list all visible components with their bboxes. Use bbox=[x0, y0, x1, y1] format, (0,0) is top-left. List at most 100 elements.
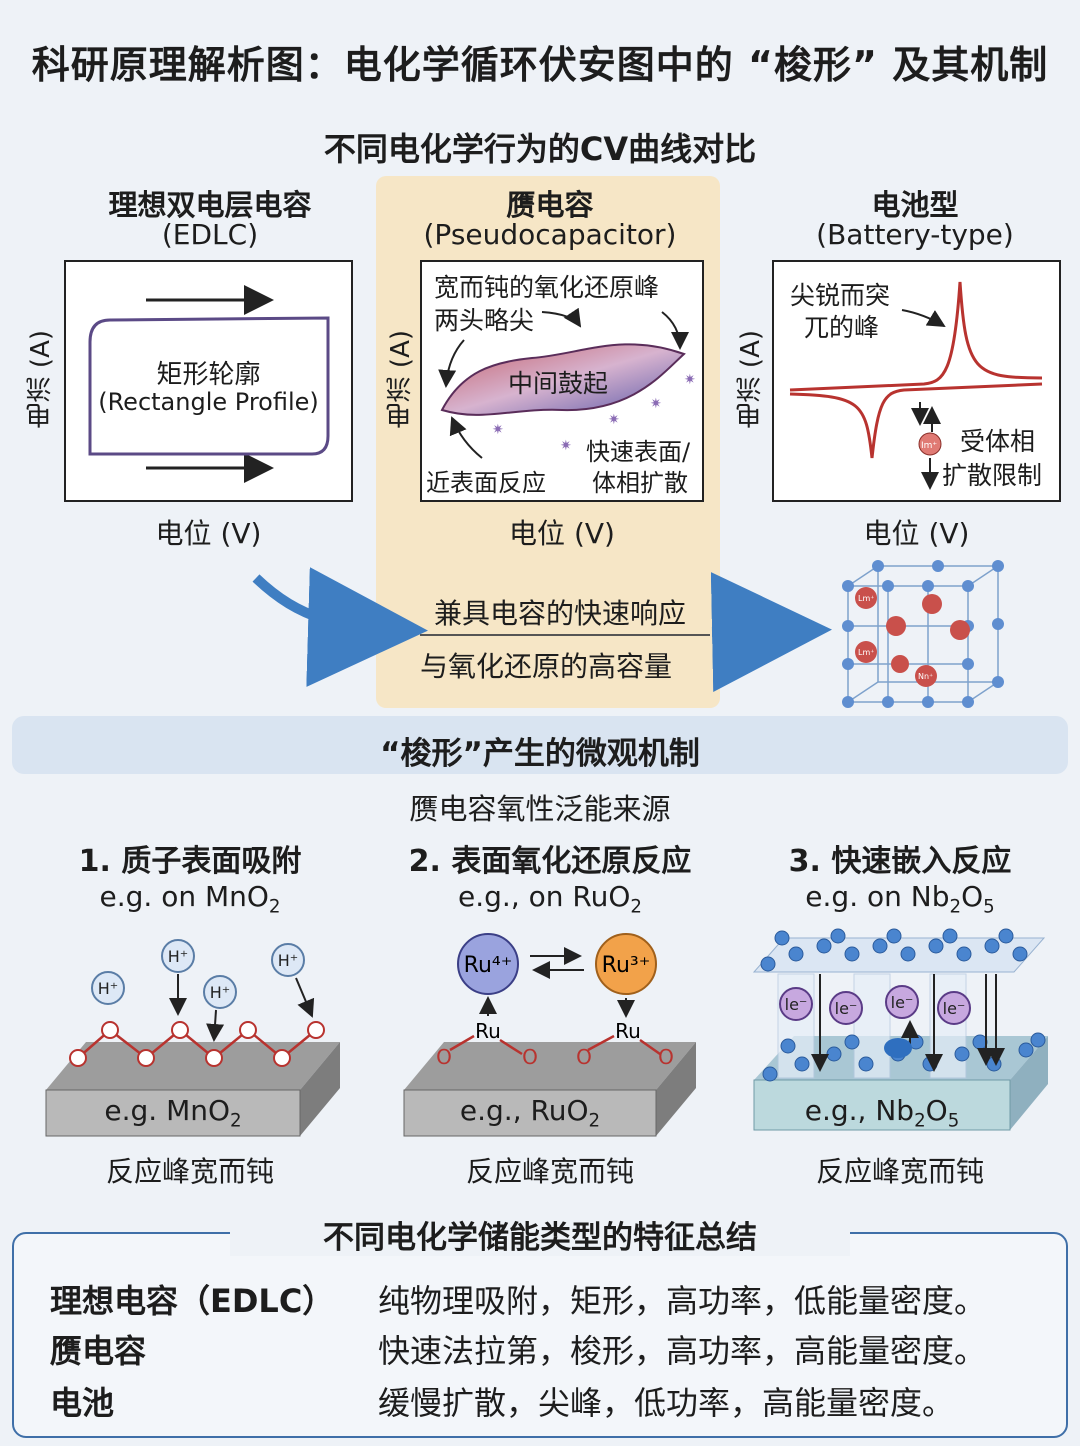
mech2-title: 2. 表面氧化还原反应 bbox=[408, 844, 692, 879]
battery-name: 电池型 bbox=[871, 188, 959, 222]
mech1-slab-sub: 2 bbox=[230, 1110, 242, 1132]
edlc-xlabel: 电位 (V) bbox=[155, 517, 262, 550]
battery-annot-diff-1: 受体相 bbox=[960, 427, 1036, 456]
summary-row-3-value: 缓慢扩散，尖峰，低功率，高能量密度。 bbox=[378, 1384, 955, 1422]
battery-oxidation-curve bbox=[789, 281, 1043, 392]
svg-text:✷: ✷ bbox=[560, 438, 572, 454]
pseudo-spindle-curve bbox=[440, 343, 686, 416]
battery-reduction-curve bbox=[789, 382, 1043, 459]
mech1-example-sub: 2 bbox=[268, 896, 281, 918]
mech3-slab-mid: O bbox=[925, 1094, 948, 1127]
mech3-slab-sub1: 2 bbox=[914, 1110, 926, 1132]
mech2-ru-1: Ru bbox=[475, 1019, 501, 1043]
mech2-slab-text: e.g., RuO bbox=[459, 1094, 589, 1127]
mech3-ion-3: le⁻ bbox=[891, 993, 914, 1012]
battery-sub: (Battery-type) bbox=[816, 218, 1014, 251]
mech1-illustration: H⁺ H⁺ H⁺ H⁺ bbox=[45, 939, 340, 1137]
battery-annot-diff-2: 扩散限制 bbox=[942, 461, 1043, 490]
battery-ylabel: 电流 (A) bbox=[736, 330, 766, 429]
pseudo-cv-svg: ✷✷ ✷✷✷ bbox=[438, 307, 696, 459]
edlc-name: 理想双电层电容 bbox=[108, 188, 312, 222]
mech2-example: e.g., on RuO2 bbox=[380, 880, 720, 918]
mech3-example-sub1: 2 bbox=[949, 896, 962, 918]
pseudo-annot-peak-1: 宽而钝的氧化还原峰 bbox=[434, 273, 660, 302]
mech3-slab-sub2: 5 bbox=[947, 1110, 960, 1132]
summary-heading-bg bbox=[230, 1208, 850, 1256]
bridge-text-2: 与氧化还原的高容量 bbox=[419, 650, 672, 683]
mech3-title: 3. 快速嵌入反应 bbox=[788, 844, 1012, 879]
mech2-o-1: O bbox=[436, 1045, 452, 1069]
mech1-ion-3: H⁺ bbox=[210, 983, 230, 1002]
edlc-sub: (EDLC) bbox=[161, 218, 259, 251]
svg-text:✷: ✷ bbox=[650, 396, 662, 412]
mech1-ion-1: H⁺ bbox=[98, 979, 118, 998]
battery-lattice: Lm⁺ Lm⁺ Nn⁺ bbox=[842, 560, 1004, 708]
battery-xlabel: 电位 (V) bbox=[863, 517, 970, 550]
mech1-example-text: e.g. on MnO bbox=[99, 880, 269, 913]
mech3-illustration: le⁻ le⁻ le⁻ le⁻ bbox=[752, 928, 1048, 1131]
pseudo-annot-surface: 近表面反应 bbox=[426, 469, 546, 497]
cv-section-heading: 不同电化学行为的CV曲线对比 bbox=[323, 130, 757, 168]
battery-annot-peak-1: 尖锐而突 bbox=[790, 281, 891, 310]
bridge-arrow-left bbox=[252, 567, 428, 688]
mech2-o-3: O bbox=[576, 1045, 592, 1069]
mech2-ion-b: Ru³⁺ bbox=[602, 953, 651, 978]
pseudo-ylabel: 电流 (A) bbox=[386, 330, 416, 429]
battery-cv-plot: Im⁺ bbox=[772, 260, 1061, 502]
lattice-ion-1: Lm⁺ bbox=[858, 594, 874, 603]
edlc-rectangle-curve bbox=[88, 316, 330, 456]
mech2-o-2: O bbox=[522, 1045, 538, 1069]
mech2-example-text: e.g., on RuO bbox=[458, 880, 631, 913]
mech2-ion-a: Ru⁴⁺ bbox=[464, 953, 513, 978]
mechanism-band bbox=[12, 716, 1068, 774]
pseudo-annot-peak-2: 两头略尖 bbox=[434, 306, 535, 335]
lattice-ion-3: Nn⁺ bbox=[918, 672, 933, 681]
mech3-ion-4: le⁻ bbox=[943, 999, 966, 1018]
mech2-o-4: O bbox=[658, 1045, 674, 1069]
pseudo-cv-plot: ✷✷ ✷✷✷ bbox=[420, 260, 704, 502]
summary-row-3-key: 电池 bbox=[50, 1384, 115, 1422]
mech2-caption: 反应峰宽而钝 bbox=[465, 1155, 634, 1188]
mech2-slab-sub: 2 bbox=[588, 1110, 601, 1132]
mech2-illustration: Ru⁴⁺ Ru³⁺ Ru Ru O O O O bbox=[403, 933, 696, 1137]
summary-row-2-key: 赝电容 bbox=[50, 1332, 147, 1370]
summary-row-1-key: 理想电容（EDLC） bbox=[50, 1282, 335, 1320]
mech2-ru-2: Ru bbox=[615, 1019, 641, 1043]
svg-text:✷: ✷ bbox=[684, 372, 696, 388]
pseudo-sparkles: ✷✷ ✷✷✷ bbox=[492, 372, 696, 454]
pseudo-xlabel: 电位 (V) bbox=[509, 517, 615, 550]
bridge-arrow-right bbox=[710, 572, 832, 692]
mechanism-band-title: “梭形”产生的微观机制 bbox=[380, 736, 700, 772]
battery-cv-svg: Im⁺ bbox=[789, 281, 1043, 490]
mech3-example-mid: O bbox=[961, 880, 984, 913]
pseudo-annot-mid: 中间鼓起 bbox=[508, 369, 609, 398]
edlc-annot-2: (Rectangle Profile) bbox=[98, 388, 319, 416]
mech3-example: e.g. on Nb2O5 bbox=[740, 880, 1060, 918]
pseudo-annot-fast-2: 体相扩散 bbox=[592, 469, 688, 497]
mech1-slab-text: e.g. MnO bbox=[104, 1094, 231, 1127]
lattice-ion-2: Lm⁺ bbox=[858, 648, 874, 657]
bridge-divider bbox=[420, 634, 710, 636]
battery-ion bbox=[918, 432, 942, 456]
mech1-ion-2: H⁺ bbox=[168, 947, 188, 966]
edlc-ylabel: 电流 (A) bbox=[26, 330, 56, 429]
mech1-ion-4: H⁺ bbox=[278, 951, 298, 970]
edlc-annot-1: 矩形轮廓 bbox=[156, 360, 261, 390]
bridge-text-1: 兼具电容的快速响应 bbox=[433, 597, 686, 630]
svg-text:✷: ✷ bbox=[608, 412, 620, 428]
summary-row-1-value: 纯物理吸附，矩形，高功率，低能量密度。 bbox=[378, 1282, 987, 1320]
battery-peak-arrow bbox=[901, 309, 946, 328]
mech2-slab-label: e.g., RuO2 bbox=[404, 1094, 656, 1132]
page-title: 科研原理解析图：电化学循环伏安图中的 “梭形” 及其机制 bbox=[31, 43, 1049, 87]
pseudo-annot-fast-1: 快速表面/ bbox=[586, 438, 691, 466]
summary-box bbox=[12, 1232, 1068, 1438]
pseudo-arrow-c bbox=[438, 339, 465, 388]
pseudo-arrow-b bbox=[661, 311, 689, 350]
mech3-caption: 反应峰宽而钝 bbox=[815, 1155, 984, 1188]
mechanism-heading: 赝电容氧性泛能来源 bbox=[409, 792, 671, 826]
pseudo-arrow-a bbox=[541, 307, 582, 328]
battery-annot-peak-2: 兀的峰 bbox=[804, 313, 880, 342]
pseudo-arrow-d bbox=[449, 416, 483, 459]
mech3-slab-label: e.g., Nb2O5 bbox=[754, 1094, 1010, 1132]
mech1-caption: 反应峰宽而钝 bbox=[105, 1155, 274, 1188]
